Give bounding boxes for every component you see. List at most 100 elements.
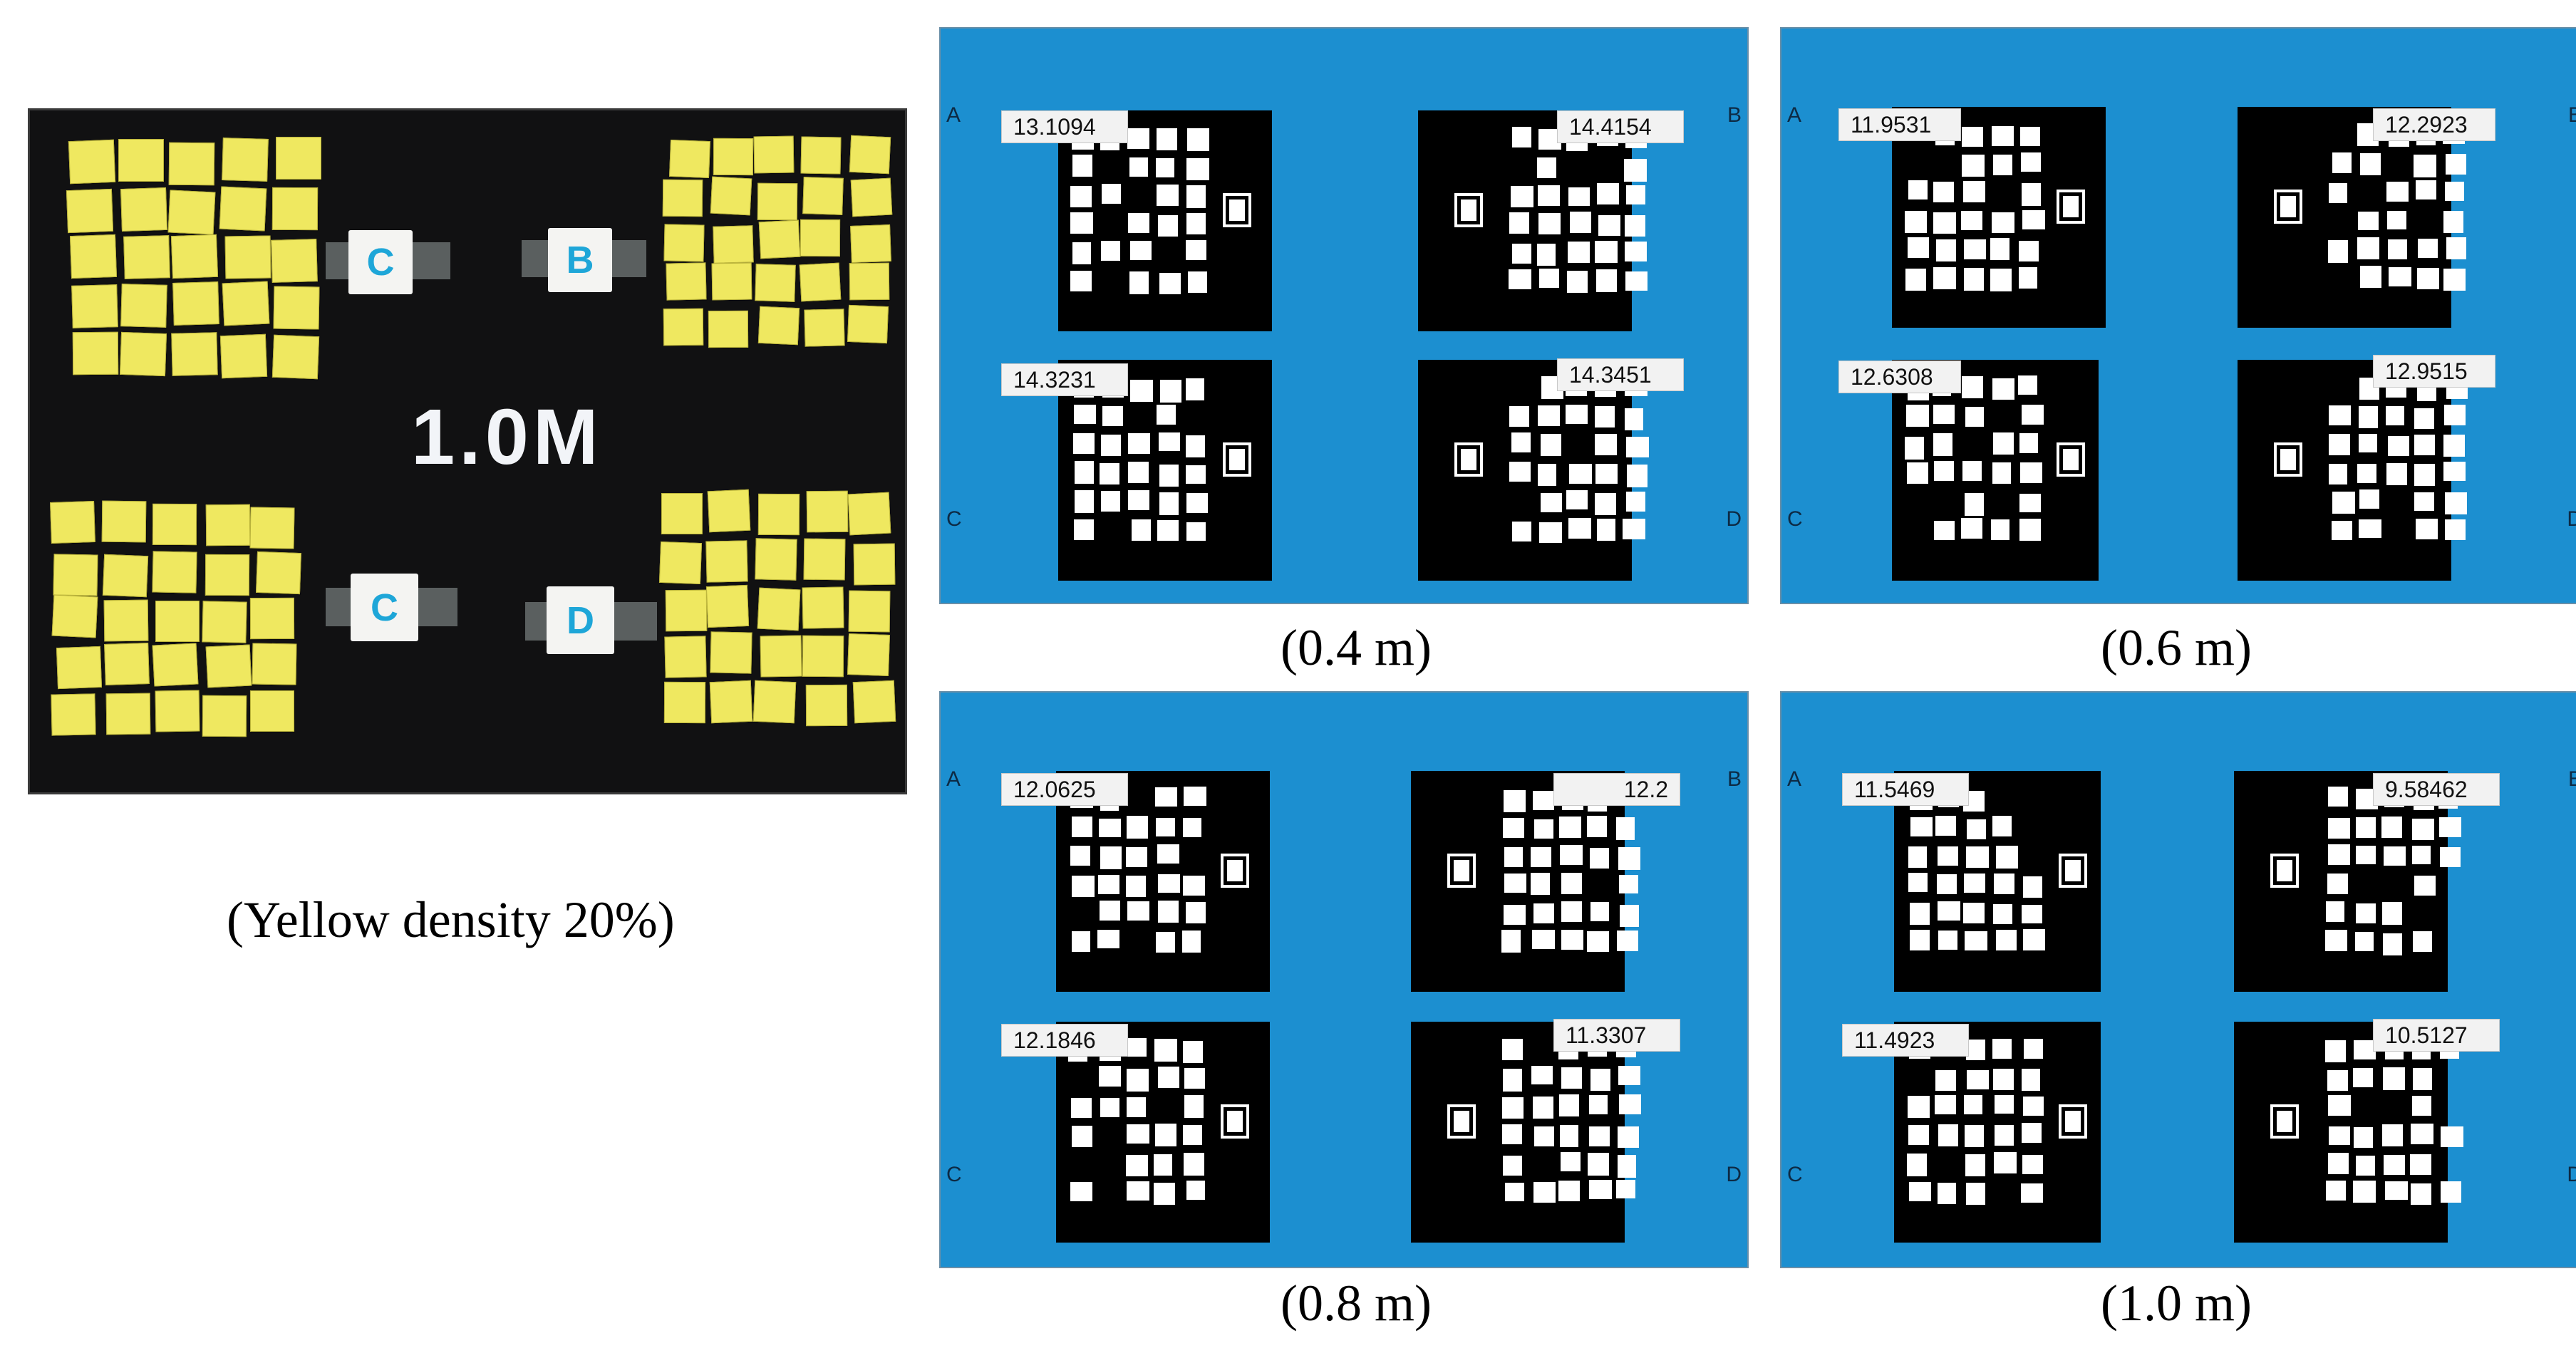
segment-square — [1127, 1181, 1149, 1201]
sticky-note-board-photo: C B 1.0M C D — [28, 108, 907, 794]
segment-square — [1625, 214, 1645, 237]
sticky-note — [255, 551, 301, 595]
segment-square — [1127, 489, 1150, 510]
sticky-note — [120, 187, 167, 232]
segment-square — [2019, 240, 2039, 262]
panel-0-6m: A B C D 11.9531 12.2923 12.6308 12.9515 — [1780, 27, 2576, 604]
segment-square — [1511, 127, 1531, 147]
segment-square — [1963, 268, 1985, 291]
segment-square — [1993, 1152, 2017, 1173]
segment-square — [1558, 817, 1581, 838]
segment-square — [2327, 1069, 2348, 1092]
segment-square — [1184, 1094, 1204, 1118]
segment-square — [2327, 787, 2348, 807]
segment-square — [1070, 846, 1090, 866]
sticky-note — [222, 281, 269, 326]
sticky-note — [252, 643, 297, 685]
sticky-note — [101, 500, 147, 543]
segment-square — [1993, 432, 2014, 455]
segment-square — [2353, 1040, 2376, 1059]
sticky-note — [802, 586, 844, 629]
segment-square — [1908, 872, 1928, 892]
segment-square — [1566, 490, 1588, 510]
sticky-note — [668, 140, 710, 179]
segment-square — [2356, 1155, 2375, 1176]
segment-square — [1560, 844, 1583, 865]
tag-blob — [2277, 192, 2300, 221]
sticky-note — [205, 644, 252, 688]
segment-square — [2327, 874, 2349, 894]
segment-square — [1509, 406, 1530, 427]
sticky-note — [710, 631, 752, 674]
segment-square — [1933, 266, 1957, 289]
segment-square — [2386, 210, 2407, 230]
sticky-note — [152, 551, 197, 594]
segment-square — [1099, 901, 1120, 921]
tag-blob — [2062, 1107, 2084, 1136]
segment-square — [1531, 1066, 1553, 1085]
segment-square — [1531, 929, 1555, 949]
segment-square — [1537, 157, 1556, 178]
segment-square — [2358, 519, 2381, 539]
sticky-note — [712, 224, 754, 264]
value-d: 14.3451 — [1557, 358, 1684, 391]
segment-square — [1511, 432, 1531, 453]
segment-square — [2443, 210, 2463, 233]
segment-square — [1625, 185, 1645, 204]
sticky-note — [664, 682, 706, 724]
segment-square — [2356, 903, 2376, 923]
segment-square — [1127, 901, 1150, 921]
segment-square — [1157, 519, 1179, 541]
segment-square — [1994, 1125, 2014, 1146]
segment-square — [1962, 154, 1985, 177]
segment-square — [2410, 1154, 2432, 1176]
segment-square — [1530, 873, 1550, 895]
segment-square — [1587, 816, 1608, 838]
segment-square — [2414, 155, 2436, 177]
segment-square — [1503, 1155, 1523, 1176]
segment-square — [1964, 493, 1984, 516]
segment-square — [1963, 239, 1987, 259]
sticky-note — [666, 261, 707, 301]
segment-square — [2019, 493, 2041, 512]
sticky-note — [755, 264, 797, 302]
segment-square — [1992, 126, 2014, 147]
segment-square — [1185, 240, 1206, 260]
segment-square — [1935, 1069, 1957, 1091]
tag-blob — [2059, 192, 2082, 221]
segment-square — [1185, 465, 1206, 484]
sticky-note — [202, 601, 248, 643]
segment-square — [2446, 237, 2466, 259]
segment-square — [2384, 1154, 2405, 1175]
segment-a — [1056, 771, 1270, 992]
tag-blob — [1450, 1107, 1473, 1136]
segment-square — [1933, 520, 1955, 540]
segment-square — [1907, 1154, 1928, 1176]
sticky-note — [847, 492, 891, 536]
segment-square — [1992, 1068, 2014, 1090]
segment-square — [1071, 1126, 1092, 1147]
sticky-note — [120, 284, 167, 328]
segment-square — [1074, 461, 1094, 484]
segment-square — [1501, 930, 1521, 953]
segment-square — [2353, 1180, 2376, 1203]
sticky-note — [757, 182, 797, 220]
segment-square — [2022, 876, 2043, 898]
sticky-note — [849, 262, 890, 301]
segment-square — [1509, 212, 1530, 234]
note-block-d — [659, 489, 896, 727]
segment-square — [2358, 211, 2379, 231]
segment-square — [1125, 1154, 1149, 1177]
tag-blob — [2277, 445, 2300, 474]
segment-square — [1990, 519, 2010, 541]
sticky-note — [118, 139, 165, 182]
segment-square — [1618, 1126, 1639, 1149]
photo-caption: (Yellow density 20%) — [227, 891, 675, 948]
segment-square — [1126, 1097, 1146, 1117]
segment-square — [1071, 931, 1091, 953]
segment-a — [1058, 110, 1272, 331]
segment-square — [1539, 269, 1560, 289]
segment-square — [1567, 242, 1590, 264]
segment-square — [1530, 847, 1551, 867]
segment-square — [1907, 462, 1929, 484]
